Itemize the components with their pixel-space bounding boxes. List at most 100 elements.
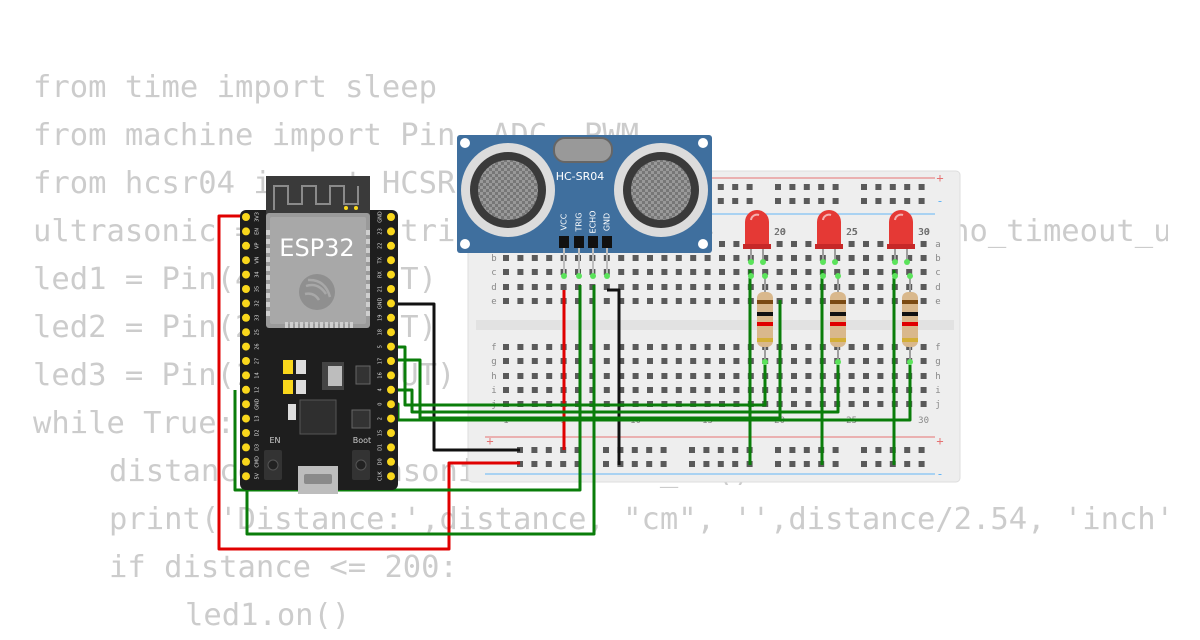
esp32-pin[interactable] xyxy=(387,285,395,293)
breadboard-hole xyxy=(575,298,581,304)
esp32-pin[interactable] xyxy=(242,429,250,437)
breadboard-hole xyxy=(906,269,913,275)
esp32-pin[interactable] xyxy=(242,371,250,380)
column-number: 20 xyxy=(774,228,785,238)
breadboard-hole xyxy=(877,269,884,275)
rail-hole xyxy=(832,198,839,204)
esp32-pin-label: 17 xyxy=(378,358,384,364)
breadboard-hole xyxy=(791,344,797,350)
breadboard-hole xyxy=(675,255,682,261)
esp32-pin-label: 0 xyxy=(378,403,384,406)
transducer-right xyxy=(614,143,708,237)
rail-hole xyxy=(818,198,825,204)
rail-hole xyxy=(603,447,609,453)
esp32-pin-label: 3V3 xyxy=(255,212,261,222)
esp32-pin[interactable] xyxy=(387,414,395,423)
esp32-pin[interactable] xyxy=(387,256,395,265)
esp32-pin[interactable] xyxy=(387,429,395,437)
esp32-pin[interactable] xyxy=(242,400,250,409)
rail-hole xyxy=(732,447,739,453)
esp32-pin-label: RX xyxy=(378,271,384,278)
rail-hole xyxy=(861,461,867,467)
breadboard-hole xyxy=(503,284,509,290)
esp32-pin[interactable] xyxy=(242,443,250,452)
esp32-pin-label: D3 xyxy=(255,444,261,451)
wire-led1 xyxy=(391,345,767,407)
breadboard-hole xyxy=(675,344,682,350)
hcsr04-pin[interactable] xyxy=(576,273,582,279)
esp32-pin[interactable] xyxy=(387,328,395,337)
esp32-pin[interactable] xyxy=(387,313,395,322)
esp32-pin[interactable] xyxy=(242,213,250,221)
breadboard-hole xyxy=(661,373,668,379)
esp32-pin[interactable] xyxy=(242,270,250,279)
breadboard-hole xyxy=(848,284,855,290)
breadboard-hole xyxy=(575,344,581,350)
esp32-pin[interactable] xyxy=(242,385,250,394)
esp32-pin-label: D0 xyxy=(378,458,384,465)
breadboard-hole xyxy=(575,358,581,364)
esp32-pin[interactable] xyxy=(387,270,395,279)
esp32-pin[interactable] xyxy=(242,241,250,250)
esp32-boot-button[interactable] xyxy=(352,450,370,480)
breadboard-hole xyxy=(848,401,855,407)
breadboard-hole xyxy=(575,284,581,290)
breadboard-hole xyxy=(863,344,869,350)
breadboard-hole xyxy=(848,269,855,275)
esp32-pin[interactable] xyxy=(242,342,250,351)
rail-plus-label: + xyxy=(936,171,943,185)
esp32-pin[interactable] xyxy=(242,313,250,322)
esp32-pin[interactable] xyxy=(242,414,250,423)
hcsr04-pin-label: GND xyxy=(603,213,612,231)
breadboard-hole xyxy=(863,387,869,393)
hcsr04-pin[interactable] xyxy=(561,273,567,279)
esp32-pin[interactable] xyxy=(387,213,395,221)
esp32-pin[interactable] xyxy=(242,299,250,308)
breadboard-hole xyxy=(719,269,725,275)
esp32-pin[interactable] xyxy=(387,443,395,452)
rail-hole xyxy=(918,184,925,190)
esp32-pin[interactable] xyxy=(387,400,395,409)
hcsr04-pin[interactable] xyxy=(590,273,596,279)
breadboard-hole xyxy=(791,358,797,364)
esp32-pin[interactable] xyxy=(242,357,250,365)
esp32-pin[interactable] xyxy=(387,241,395,250)
rail-hole xyxy=(904,461,911,467)
hcsr04-pin[interactable] xyxy=(604,273,610,279)
rail-hole xyxy=(574,461,581,467)
esp32-en-button[interactable] xyxy=(264,450,282,480)
breadboard-hole xyxy=(863,298,869,304)
esp32-pin[interactable] xyxy=(387,357,395,365)
breadboard-hole xyxy=(719,358,725,364)
esp32-pin[interactable] xyxy=(387,299,395,308)
esp32-pin-label: EN xyxy=(255,228,261,235)
rail-hole xyxy=(560,461,567,467)
esp32-pin[interactable] xyxy=(242,256,250,265)
esp32-module-pads xyxy=(266,230,370,328)
esp32-pin[interactable] xyxy=(387,472,395,481)
row-label: i xyxy=(491,386,496,396)
esp32-pin[interactable] xyxy=(242,457,250,466)
breadboard-hole xyxy=(719,298,725,304)
esp32-pin[interactable] xyxy=(242,472,250,481)
breadboard-hole xyxy=(791,387,797,393)
esp32-pin[interactable] xyxy=(242,328,250,337)
esp32-pin[interactable] xyxy=(387,457,395,466)
row-label: b xyxy=(491,254,496,264)
esp32-pin[interactable] xyxy=(387,371,395,380)
esp32-pin[interactable] xyxy=(387,385,395,394)
esp32-pin-label: 25 xyxy=(255,329,261,335)
esp32-pin[interactable] xyxy=(387,227,395,236)
esp32-pin[interactable] xyxy=(387,342,395,351)
rail-hole xyxy=(545,447,552,453)
breadboard-hole xyxy=(531,284,538,290)
esp32-pin[interactable] xyxy=(242,227,250,236)
esp32-pin[interactable] xyxy=(242,285,250,293)
rail-hole xyxy=(875,461,882,467)
breadboard-hole xyxy=(805,255,812,261)
breadboard-hole xyxy=(848,358,855,364)
breadboard-hole xyxy=(546,358,553,364)
breadboard-hole xyxy=(661,387,668,393)
led-column-label: 30 xyxy=(918,227,930,238)
